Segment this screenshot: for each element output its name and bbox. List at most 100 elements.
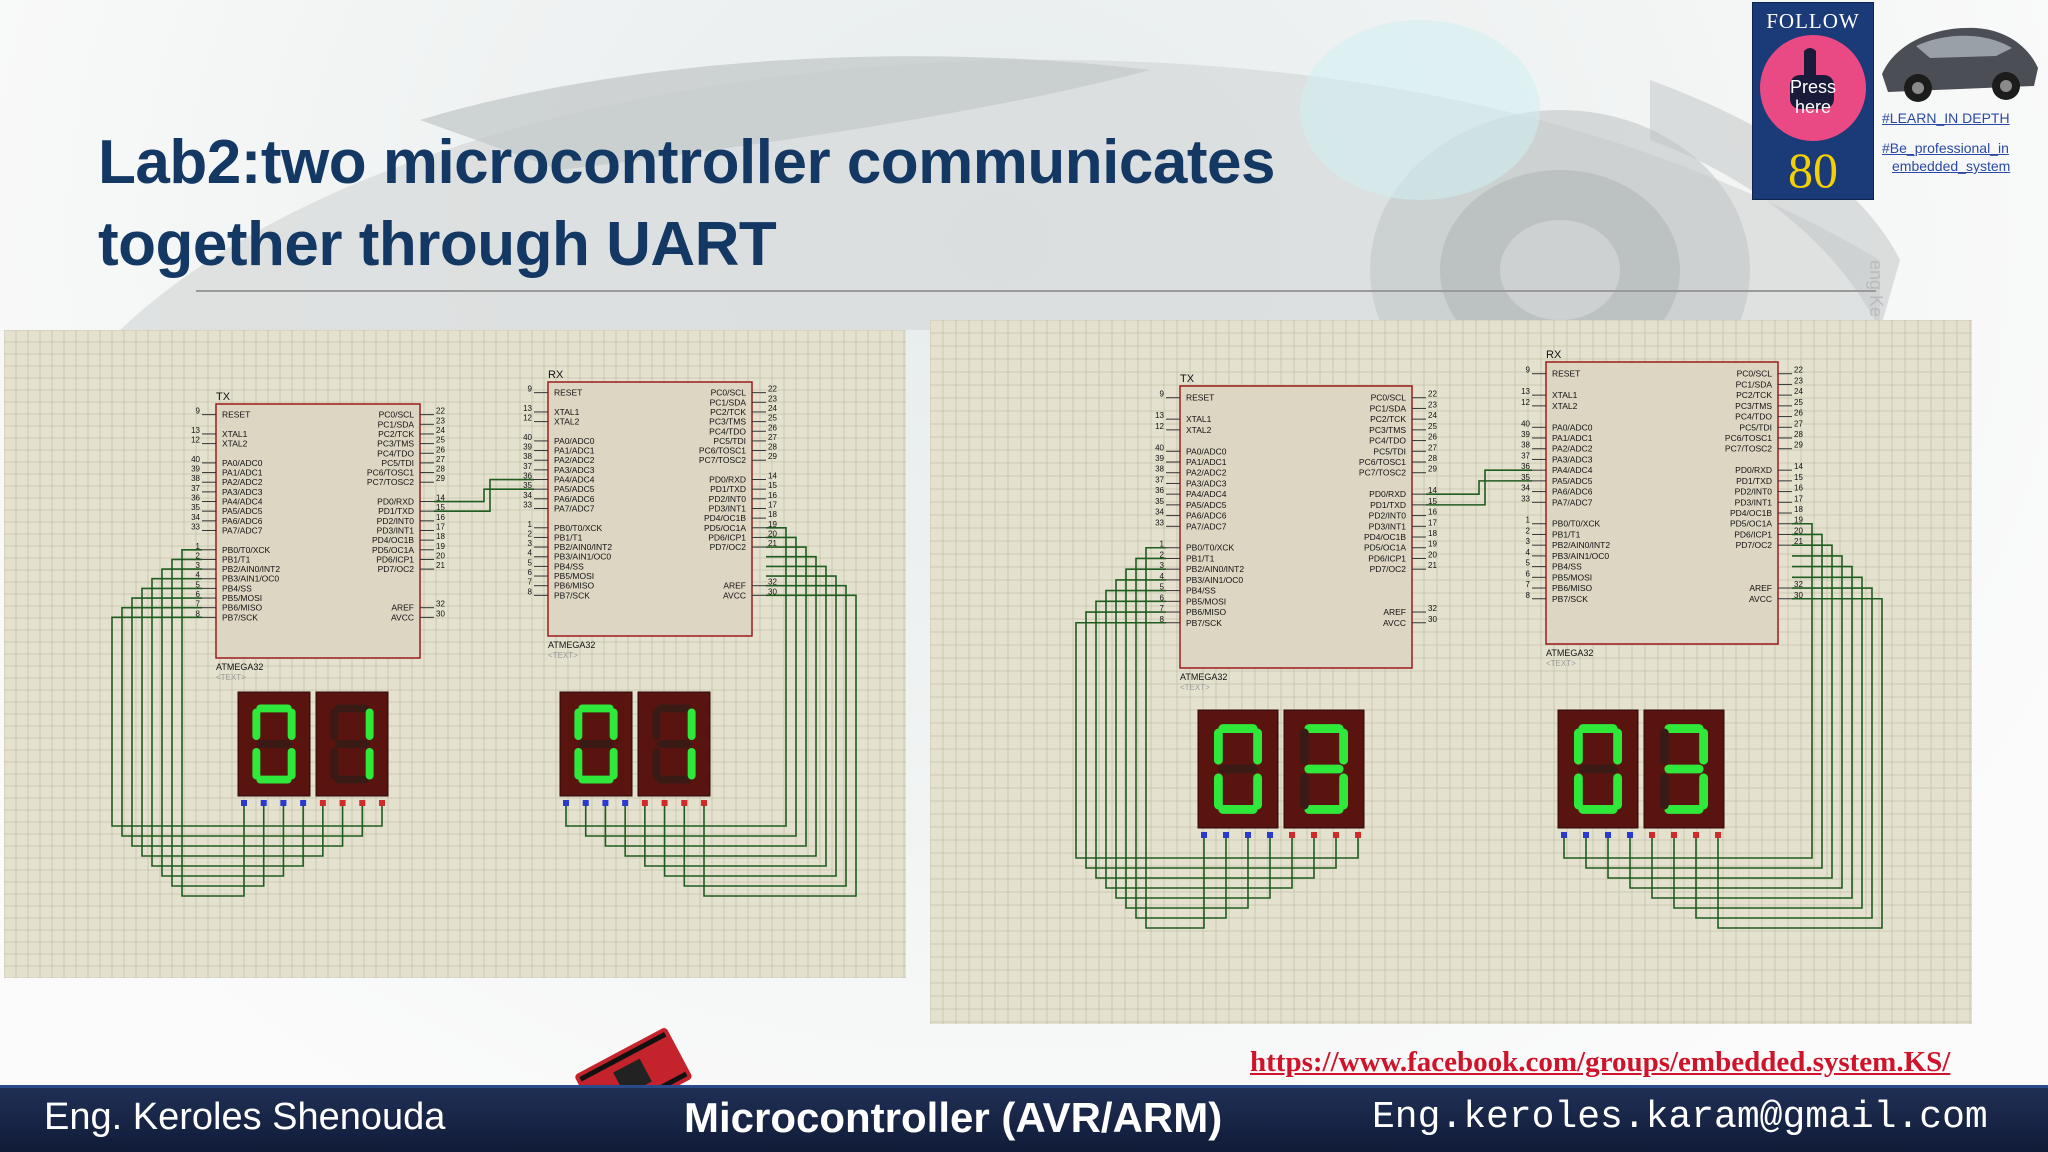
pin-label: PA5/ADC5 [222, 506, 263, 516]
segment-a [256, 704, 292, 713]
pin-number: 1 [528, 520, 533, 529]
display-pin [1223, 832, 1229, 838]
facebook-group-link[interactable]: https://www.facebook.com/groups/embedded… [1250, 1046, 1951, 1078]
pin-label: PA0/ADC0 [222, 458, 263, 468]
segment-b [1699, 728, 1708, 765]
pin-number: 7 [528, 578, 533, 587]
pin-label: PC0/SCL [1371, 393, 1407, 403]
hashtag-be-professional-line-2[interactable]: embedded_system [1892, 158, 2011, 174]
pin-label: XTAL2 [554, 417, 580, 427]
pin-label: PB0/T0/XCK [1552, 519, 1601, 529]
pin-label: PD7/OC2 [378, 564, 415, 574]
pin-label: PD2/INT0 [709, 494, 747, 504]
pin-number: 12 [1155, 422, 1164, 431]
follow-us-badge[interactable]: FOLLOW US Press here 80 [1752, 2, 1874, 200]
wire [1075, 621, 1359, 859]
segment-f [652, 708, 661, 741]
pin-label: XTAL1 [1552, 390, 1578, 400]
pin-number: 2 [528, 529, 533, 538]
pin-number: 40 [191, 455, 200, 464]
wire [1651, 565, 1853, 899]
seven-segment-display: 01 [237, 691, 389, 806]
pin-number: 25 [1794, 398, 1803, 407]
pin-number: 34 [1521, 484, 1530, 493]
pin-label: PB7/SCK [1186, 618, 1222, 628]
wire [161, 568, 285, 877]
pin-label: AREF [391, 603, 414, 613]
pin-number: 22 [436, 407, 445, 416]
pin-number: 35 [1155, 497, 1164, 506]
footer-bar: Eng. Keroles Shenouda Microcontroller (A… [0, 1085, 2048, 1152]
pointing-hand-icon [1790, 48, 1834, 109]
pin-label: RESET [222, 410, 250, 420]
pin-number: 9 [196, 407, 201, 416]
pin-label: XTAL1 [1186, 414, 1212, 424]
segment-e [330, 747, 339, 780]
pin-number: 17 [1794, 494, 1803, 503]
segment-c [687, 747, 696, 780]
pin-label: PA6/ADC6 [1552, 487, 1593, 497]
pin-number: 27 [1428, 443, 1437, 452]
segment-a [334, 704, 370, 713]
display-pin [379, 800, 385, 806]
title-line-1: Lab2:two microcontroller communicates [98, 128, 1275, 197]
pin-number: 29 [1428, 465, 1437, 474]
pin-number: 37 [191, 484, 200, 493]
hashtag-learn-in-depth[interactable]: #LEARN_IN DEPTH [1882, 110, 2010, 126]
display-pin [602, 800, 609, 806]
press-here-button[interactable]: Press here [1760, 35, 1866, 141]
pin-label: AVCC [391, 612, 414, 622]
wire [1095, 600, 1315, 879]
pin-number: 37 [1521, 451, 1530, 460]
pin-label: PC5/TDI [1739, 422, 1772, 432]
follower-count: 80 [1788, 142, 1838, 198]
pin-number: 5 [196, 580, 201, 589]
wire [1135, 557, 1227, 919]
pin-label: PB6/MISO [554, 581, 595, 591]
chip-text: <TEXT> [548, 651, 578, 660]
hashtag-be-professional-line-1[interactable]: #Be_professional_in [1882, 140, 2009, 156]
pin-label: PA7/ADC7 [1186, 521, 1227, 531]
pin-label: PD7/OC2 [1370, 564, 1407, 574]
wire [1426, 480, 1532, 495]
segment-b [1339, 728, 1348, 765]
rx-label: RX [548, 369, 564, 381]
pin-label: PA6/ADC6 [554, 494, 595, 504]
pin-label: PD3/INT1 [1369, 521, 1407, 531]
pin-label: PC6/TOSC1 [1725, 433, 1772, 443]
pin-number: 12 [191, 436, 200, 445]
pin-label: PC7/TOSC2 [1359, 468, 1406, 478]
pin-label: PA0/ADC0 [1186, 446, 1227, 456]
pin-number: 5 [1526, 559, 1531, 568]
rx-label: RX [1546, 349, 1562, 361]
pin-label: PD4/OC1B [1364, 532, 1406, 542]
chip-text: <TEXT> [1546, 659, 1576, 668]
segment-c [1613, 773, 1622, 810]
pin-number: 34 [191, 513, 200, 522]
pin-label: PB2/AIN0/INT2 [1186, 564, 1244, 574]
pin-number: 25 [1428, 422, 1437, 431]
chip-text: <TEXT> [1180, 683, 1210, 692]
pin-label: PC7/TOSC2 [367, 477, 414, 487]
pin-number: 14 [768, 472, 777, 481]
segment-a [656, 704, 692, 713]
pin-number: 13 [191, 426, 200, 435]
chip-name: ATMEGA32 [548, 640, 595, 650]
chip-body [547, 381, 753, 637]
pin-label: PD1/TXD [710, 484, 746, 494]
pin-number: 21 [436, 561, 445, 570]
display-pin [1583, 832, 1589, 838]
pin-number: 26 [1794, 409, 1803, 418]
segment-e [252, 747, 261, 780]
pin-number: 4 [196, 571, 201, 580]
pin-label: PC7/TOSC2 [699, 455, 746, 465]
display-pin [1671, 832, 1677, 838]
pin-number: 38 [1155, 465, 1164, 474]
segment-c [609, 747, 618, 780]
pin-number: 36 [191, 494, 200, 503]
pin-label: PA2/ADC2 [1186, 468, 1227, 478]
pin-label: PD3/INT1 [377, 525, 415, 535]
